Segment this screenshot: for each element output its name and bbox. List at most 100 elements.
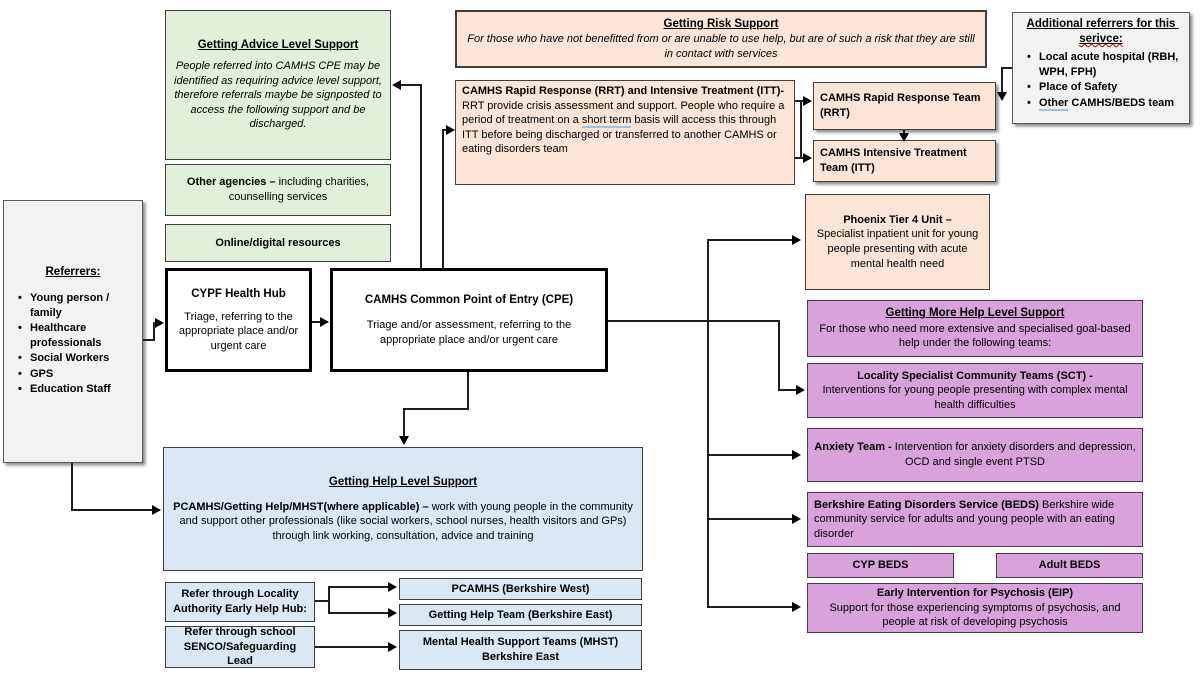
cyp-beds-box: CYP BEDS <box>807 553 954 578</box>
list-item: Young person / family <box>18 291 136 320</box>
getting-help-body: PCAMHS/Getting Help/MHST(where applicabl… <box>173 500 636 542</box>
getting-help-title: Getting Help Level Support <box>328 475 478 488</box>
additional-referrers-box: Additional referrers for this serivce: L… <box>1012 12 1190 124</box>
connector-additional-rrt <box>1001 67 1003 94</box>
connector-cpe-gettinghelp <box>403 408 405 437</box>
arrow-into-pcamhs-west <box>388 582 397 592</box>
rrt-itt-description-text: CAMHS Rapid Response (RRT) and Intensive… <box>462 85 788 156</box>
connector-locality-pcamhs <box>328 586 390 588</box>
list-item: Local acute hospital (RBH, WPH, FPH) <box>1027 50 1183 79</box>
pcamhs-west-box: PCAMHS (Berkshire West) <box>399 578 642 600</box>
connector-trunk-eip <box>707 606 795 608</box>
refer-locality-label: Refer through Locality Authority Early H… <box>173 588 307 615</box>
online-resources-box: Online/digital resources <box>165 224 391 262</box>
getting-advice-body: People referred into CAMHS CPE may be id… <box>174 60 382 131</box>
getting-risk-box: Getting Risk Support For those who have … <box>455 10 987 68</box>
list-item: Place of Safety <box>1027 80 1183 95</box>
more-help-body: For those who need more extensive and sp… <box>819 322 1131 350</box>
connector-rrtdesc-teams <box>795 100 803 102</box>
arrow-into-sct <box>796 385 805 395</box>
list-item: Social Workers <box>18 351 136 366</box>
connector-cpe-sct <box>778 389 798 391</box>
camhs-cpe-body: Triage and/or assessment, referring to t… <box>366 319 572 346</box>
rrt-team-box: CAMHS Rapid Response Team (RRT) <box>813 82 996 130</box>
cypf-health-hub-box: CYPF Health Hub Triage, referring to the… <box>165 268 312 372</box>
adult-beds-box: Adult BEDS <box>996 553 1143 578</box>
connector-referrers-gettinghelp <box>71 509 153 511</box>
getting-risk-body: For those who have not benefitted from o… <box>467 33 975 60</box>
connector-rrt-itt <box>903 130 905 135</box>
eip-text: Early Intervention for Psychosis (EIP)Su… <box>829 587 1124 629</box>
list-item: Education Staff <box>18 382 136 397</box>
other-agencies-box: Other agencies – including charities, co… <box>165 164 391 216</box>
arrow-into-gettinghelp-top <box>399 436 409 445</box>
arrow-into-cpe <box>320 317 329 327</box>
referrers-list: Young person / family Healthcare profess… <box>10 290 136 398</box>
arrow-into-rrt-team <box>803 96 812 106</box>
connector-cpe-gettinghelp <box>403 408 469 410</box>
arrow-into-itt-top <box>899 133 909 142</box>
arrow-into-rrt-right <box>997 92 1007 101</box>
pcamhs-west-label: PCAMHS (Berkshire West) <box>451 582 590 595</box>
phoenix-tier4-text: Phoenix Tier 4 Unit –Specialist inpatien… <box>816 213 982 270</box>
connector-referrers-gettinghelp <box>71 463 73 511</box>
connector-trunk-anxiety <box>707 454 795 456</box>
connector-trunk <box>707 239 709 608</box>
arrow-into-eip <box>792 602 801 612</box>
connector-rrtdesc-teams <box>800 100 802 159</box>
arrow-into-gh-east <box>388 608 397 618</box>
cypf-health-hub-body: Triage, referring to the appropriate pla… <box>178 310 299 352</box>
connector-cpe-advice <box>420 84 422 268</box>
rrt-itt-description-box: CAMHS Rapid Response (RRT) and Intensive… <box>455 80 795 185</box>
rrt-team-label: CAMHS Rapid Response Team (RRT) <box>820 92 981 119</box>
sct-box: Locality Specialist Community Teams (SCT… <box>807 363 1143 418</box>
connector-cpe-gettinghelp <box>467 372 469 410</box>
arrow-into-phoenix <box>792 235 801 245</box>
connector-referrers-cypf <box>153 322 155 341</box>
list-item: Healthcare professionals <box>18 321 136 350</box>
connector-trunk-beds <box>707 518 795 520</box>
other-agencies-text: Other agencies – including charities, co… <box>186 176 373 203</box>
connector-cpe-rrtdesc <box>442 129 449 131</box>
getting-advice-title: Getting Advice Level Support <box>197 39 359 52</box>
arrow-into-advice <box>392 80 401 90</box>
getting-help-east-box: Getting Help Team (Berkshire East) <box>399 604 642 626</box>
arrow-into-mhst <box>388 642 397 652</box>
mhst-label: Mental Health Support Teams (MHST) Berks… <box>422 636 619 663</box>
connector-rrtdesc-teams <box>795 157 803 159</box>
connector-locality-bracket <box>315 600 329 602</box>
referrers-title: Referrers: <box>45 266 101 279</box>
cypf-health-hub-title: CYPF Health Hub <box>191 287 286 300</box>
additional-referrers-list: Local acute hospital (RBH, WPH, FPH) Pla… <box>1019 49 1183 111</box>
connector-school-mhst <box>315 646 390 648</box>
connector-cpe-rrtdesc <box>442 129 444 268</box>
arrow-into-itt-team <box>803 153 812 163</box>
connector-trunk-phoenix <box>707 239 795 241</box>
camhs-cpe-title: CAMHS Common Point of Entry (CPE) <box>364 293 574 306</box>
itt-team-box: CAMHS Intensive Treatment Team (ITT) <box>813 140 996 182</box>
arrow-into-rrtdesc <box>446 125 455 135</box>
arrow-into-anxiety <box>792 450 801 460</box>
arrow-into-gettinghelp-left <box>152 505 161 515</box>
more-help-box: Getting More Help Level Support For thos… <box>807 300 1143 357</box>
getting-risk-title: Getting Risk Support <box>663 17 779 30</box>
anxiety-team-text: Anxiety Team - Intervention for anxiety … <box>814 441 1139 468</box>
itt-team-label: CAMHS Intensive Treatment Team (ITT) <box>820 147 967 174</box>
refer-school-box: Refer through school SENCO/Safeguarding … <box>165 626 315 668</box>
arrow-into-cypf <box>155 318 164 328</box>
cyp-beds-label: CYP BEDS <box>852 559 909 572</box>
referrers-box: Referrers: Young person / family Healthc… <box>3 200 143 463</box>
eip-box: Early Intervention for Psychosis (EIP)Su… <box>807 583 1143 633</box>
getting-advice-box: Getting Advice Level Support People refe… <box>165 10 391 160</box>
adult-beds-label: Adult BEDS <box>1038 559 1101 572</box>
anxiety-team-box: Anxiety Team - Intervention for anxiety … <box>807 428 1143 482</box>
beds-box: Berkshire Eating Disorders Service (BEDS… <box>807 492 1143 547</box>
arrow-into-beds <box>792 514 801 524</box>
additional-referrers-title: Additional referrers for this serivce: <box>1026 18 1179 46</box>
online-resources-text: Online/digital resources <box>215 236 341 249</box>
connector-locality-gheast <box>328 612 390 614</box>
mhst-box: Mental Health Support Teams (MHST) Berks… <box>399 630 642 670</box>
connector-cpe-right <box>608 320 780 322</box>
phoenix-tier4-box: Phoenix Tier 4 Unit –Specialist inpatien… <box>805 194 990 290</box>
